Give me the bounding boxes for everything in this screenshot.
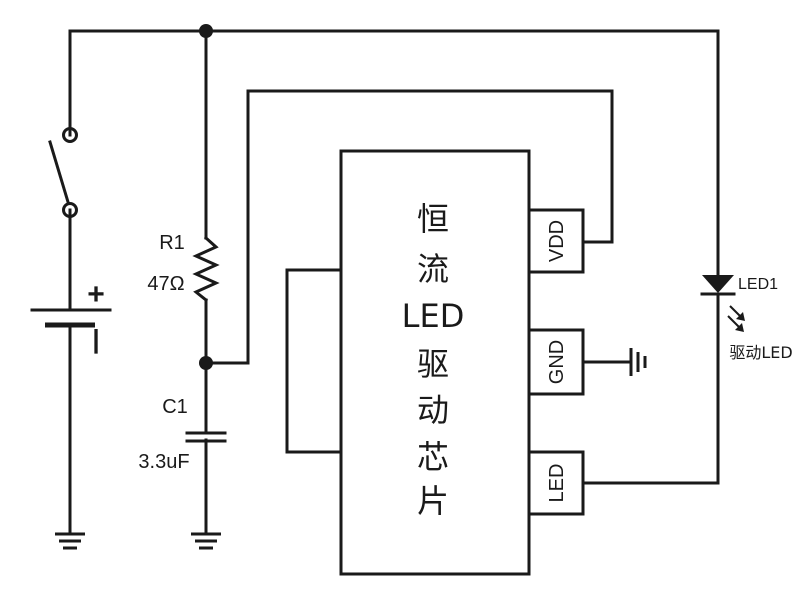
battery: + |	[30, 278, 112, 354]
c1-name: C1	[162, 396, 188, 418]
chip-title-line-7: 片	[417, 482, 449, 520]
pin-vdd: VDD	[527, 208, 585, 274]
pin-led-label: LED	[546, 464, 568, 503]
chip-title: 恒 流 LED 驱 动 芯 片	[402, 200, 465, 520]
ground-symbol-left	[55, 532, 85, 550]
pin-gnd: GND	[527, 328, 585, 396]
led1-name: LED1	[738, 276, 778, 293]
top-rail-wire	[68, 29, 720, 277]
battery-minus-sign: |	[92, 324, 99, 354]
led1-caption: 驱动LED	[729, 343, 792, 362]
chip-title-line-4: 驱	[417, 345, 449, 383]
chip-title-line-1: 恒	[417, 200, 449, 238]
switch-lever	[48, 140, 70, 204]
pin-gnd-box	[527, 328, 585, 396]
switch-bottom-terminal	[62, 202, 78, 218]
pin-vdd-label: VDD	[546, 220, 568, 262]
resistor-r1: R1 47Ω	[147, 232, 220, 303]
led1-triangle	[702, 275, 734, 293]
resistor-zigzag	[192, 235, 220, 303]
pin-vdd-box	[527, 208, 585, 274]
led-return-wire	[581, 293, 720, 485]
r1-name: R1	[159, 232, 185, 254]
pin-gnd-label: GND	[546, 340, 568, 384]
chip-title-line-3: LED	[402, 297, 465, 335]
chip-title-line-6: 芯	[417, 438, 449, 476]
chip-loop-wire	[285, 268, 343, 454]
switch-top-terminal	[62, 127, 78, 143]
switch	[48, 127, 78, 218]
vdd-feed-wire	[204, 89, 614, 365]
chip-title-line-5: 动	[417, 391, 449, 429]
c1-value: 3.3uF	[138, 451, 189, 473]
pin-led: LED	[527, 450, 585, 516]
chip-body	[339, 149, 531, 576]
ground-symbol-gnd-pin	[629, 348, 647, 376]
junction-dot-top	[199, 24, 213, 38]
pin-led-box	[527, 450, 585, 516]
chip-title-line-2: 流	[417, 250, 449, 288]
battery-plus-sign: +	[87, 278, 105, 311]
capacitor-c1: C1 3.3uF	[138, 396, 227, 473]
r1-value: 47Ω	[147, 273, 184, 295]
led1-light-arrows	[727, 305, 745, 332]
junction-dot-mid	[199, 356, 213, 370]
ground-symbol-middle	[191, 532, 221, 550]
led1: LED1 驱动LED	[700, 275, 793, 362]
